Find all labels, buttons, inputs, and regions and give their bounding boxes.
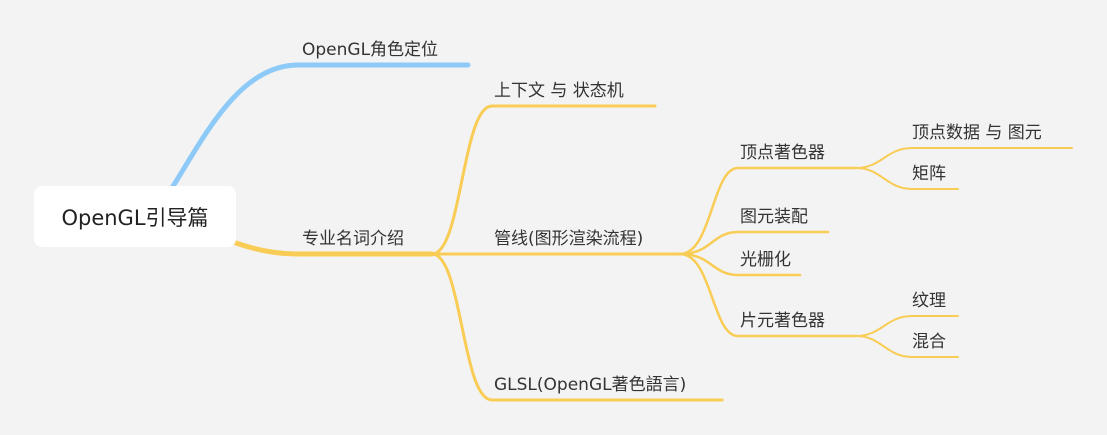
connector-glsl	[430, 252, 724, 402]
node-texture[interactable]: 纹理	[912, 291, 946, 311]
connector-blend	[855, 335, 959, 358]
node-terms[interactable]: 专业名词介绍	[302, 229, 404, 249]
connector-primitive-assembly	[678, 230, 830, 256]
connector-matrix	[855, 167, 959, 190]
connector-terms	[233, 240, 435, 257]
node-vertex-shader[interactable]: 顶点著色器	[740, 143, 825, 163]
node-glsl[interactable]: GLSL(OpenGL著色語言)	[494, 375, 687, 395]
node-fragment-shader[interactable]: 片元著色器	[740, 311, 825, 331]
root-node[interactable]: OpenGL引导篇	[34, 186, 236, 247]
node-primitive-assembly[interactable]: 图元装配	[740, 207, 808, 227]
connector-rasterization	[678, 252, 802, 277]
connector-role	[169, 62, 471, 191]
node-vertex-data-primitive[interactable]: 顶点数据 与 图元	[912, 123, 1042, 143]
connector-fragment-shader	[678, 252, 858, 338]
connector-texture	[855, 315, 959, 337]
node-opengl-role[interactable]: OpenGL角色定位	[302, 40, 439, 60]
node-pipeline[interactable]: 管线(图形渲染流程)	[494, 229, 644, 249]
connector-vertex-shader	[678, 166, 858, 256]
node-context-state-machine[interactable]: 上下文 与 状态机	[494, 81, 624, 101]
node-rasterization[interactable]: 光栅化	[740, 250, 791, 270]
node-matrix[interactable]: 矩阵	[912, 164, 946, 184]
root-node-label: OpenGL引导篇	[61, 205, 209, 230]
node-blend[interactable]: 混合	[912, 332, 946, 352]
connector-vertex-data	[855, 147, 1073, 169]
connector-context	[430, 104, 657, 256]
